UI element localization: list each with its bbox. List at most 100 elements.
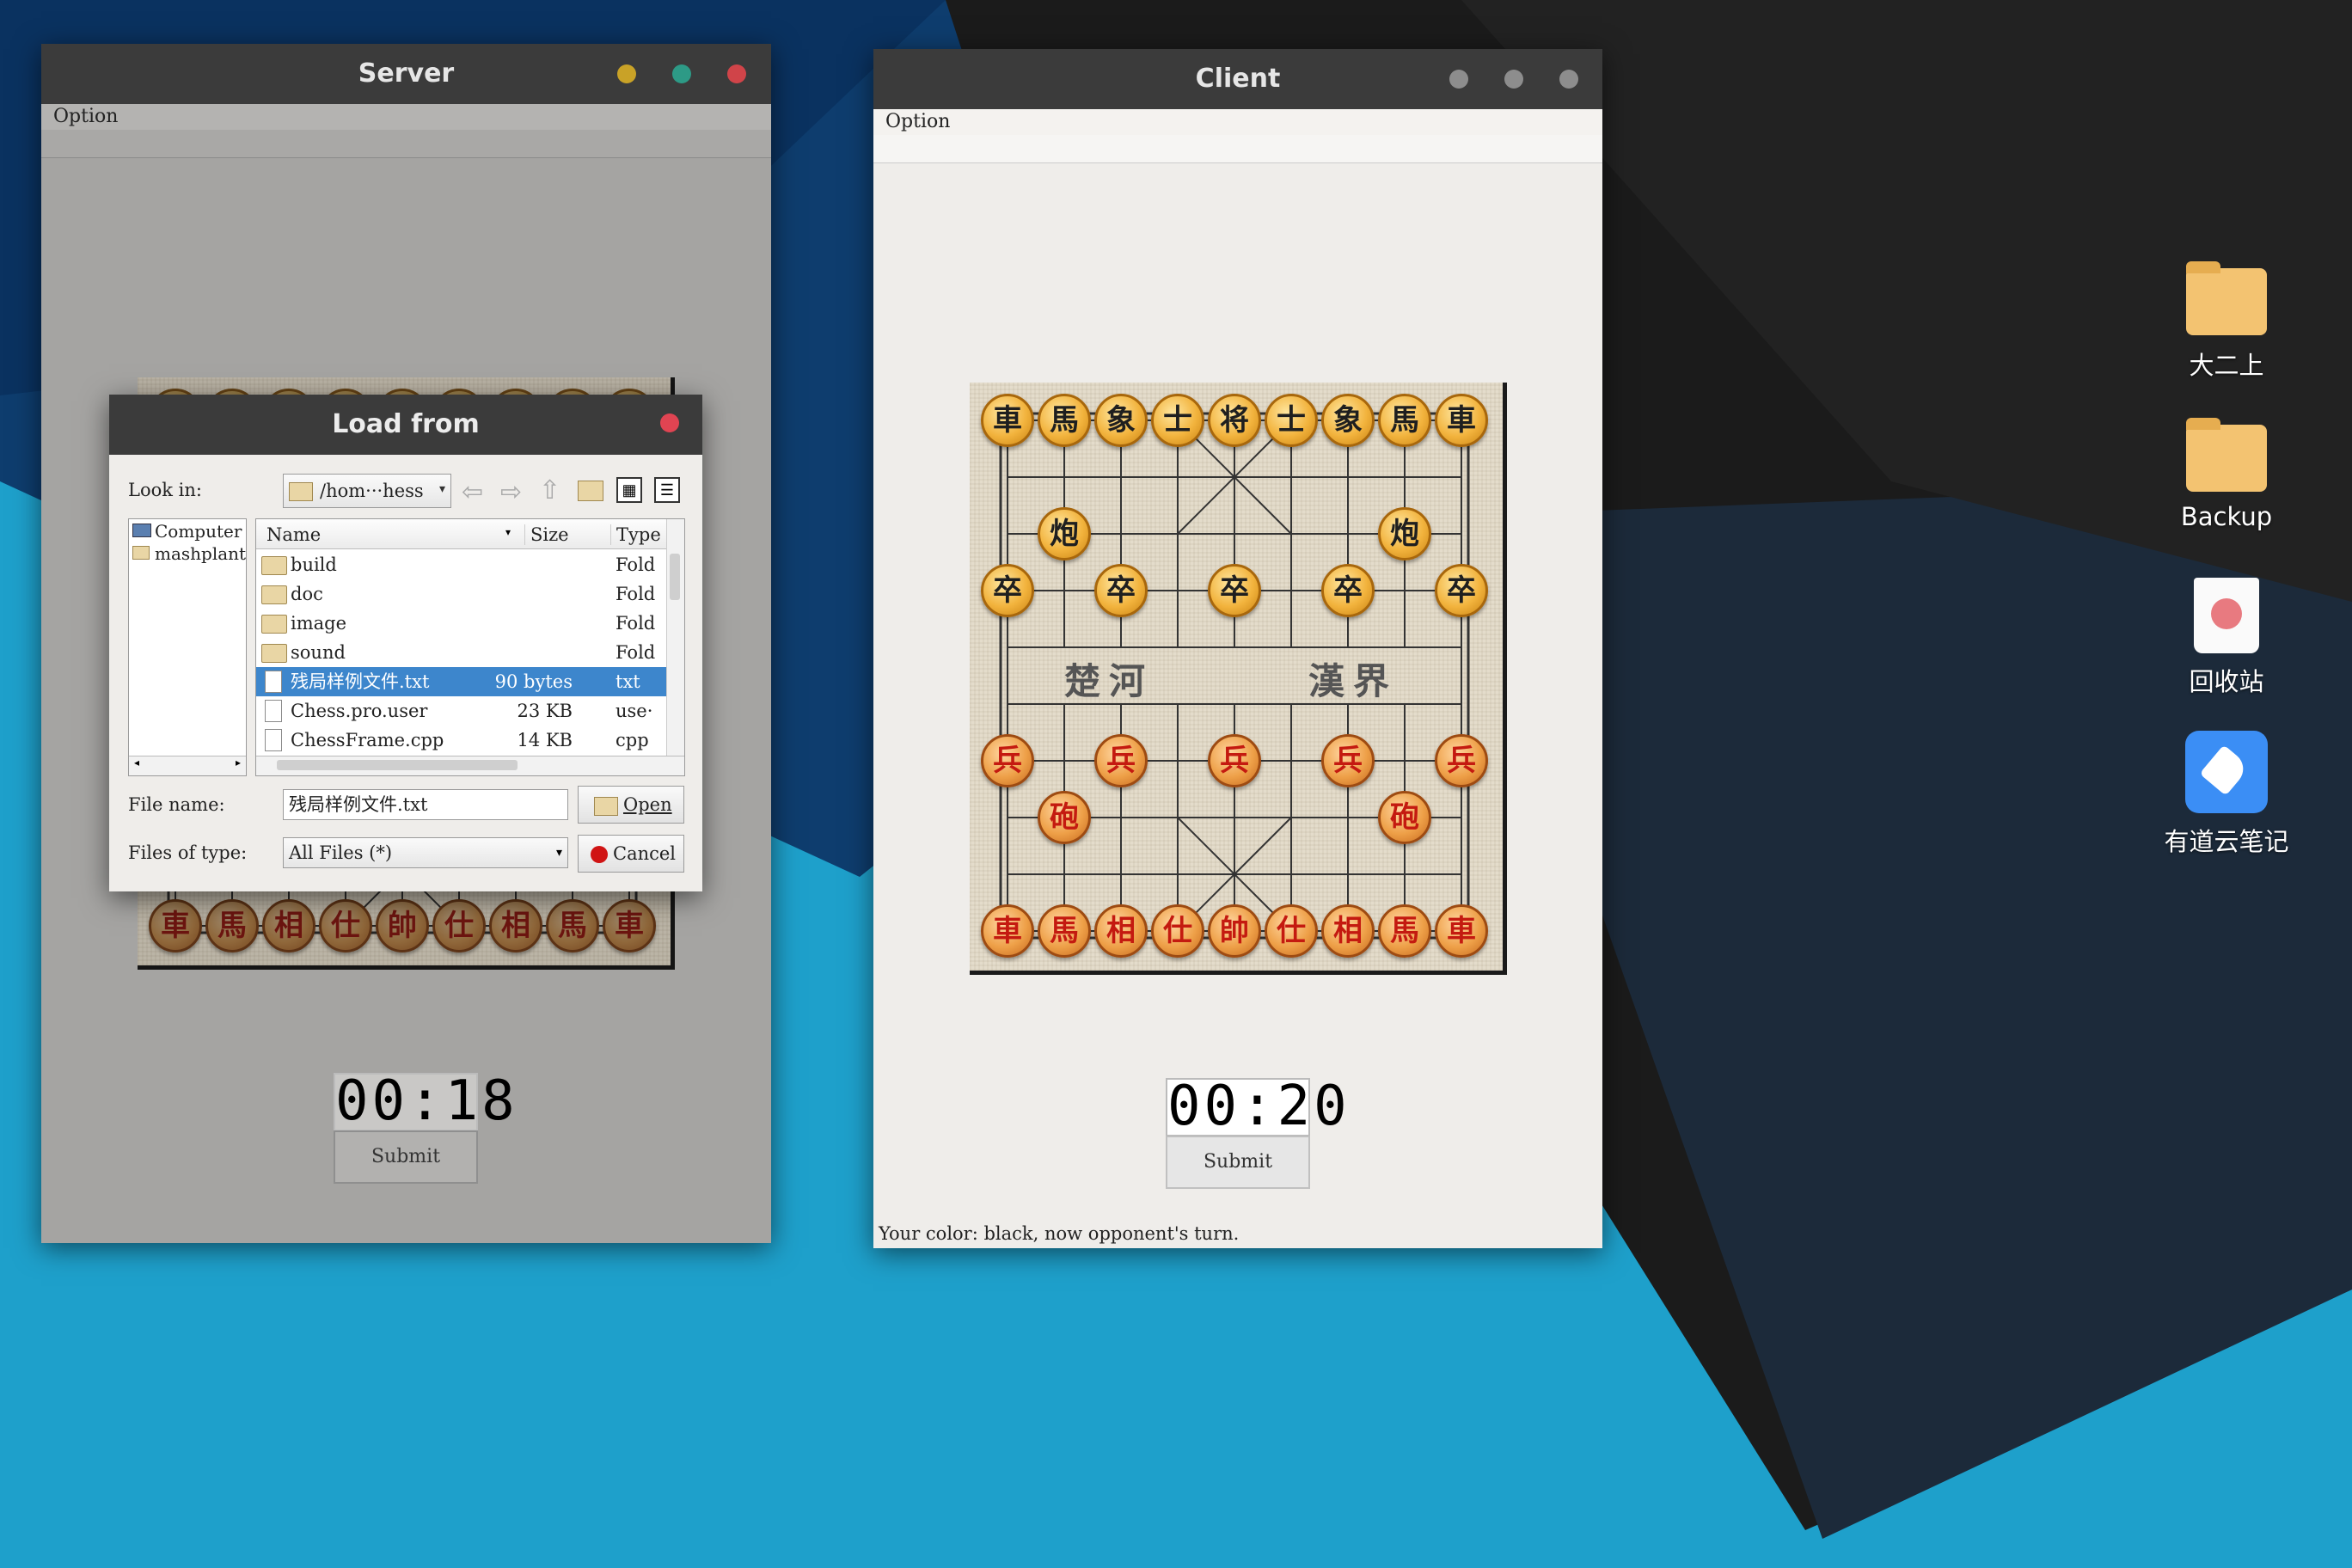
- cancel-button[interactable]: Cancel: [578, 835, 684, 873]
- look-in-value: /hom···hess: [320, 481, 424, 501]
- black-piece[interactable]: 炮: [1038, 507, 1091, 560]
- red-piece[interactable]: 相: [1321, 904, 1375, 958]
- file-vscrollbar[interactable]: [666, 519, 684, 756]
- red-piece[interactable]: 車: [981, 904, 1034, 958]
- red-piece[interactable]: 馬: [205, 899, 259, 952]
- black-piece[interactable]: 炮: [1378, 507, 1431, 560]
- server-submit-button[interactable]: Submit: [334, 1130, 478, 1184]
- note-app-icon: [2185, 731, 2268, 813]
- red-piece[interactable]: 兵: [1435, 734, 1488, 787]
- client-window: Client Option 楚河漢界車馬象士将士象馬車炮炮卒卒卒卒卒兵兵兵兵兵砲…: [873, 49, 1602, 1248]
- black-piece[interactable]: 象: [1321, 394, 1375, 447]
- red-piece[interactable]: 馬: [1038, 904, 1091, 958]
- red-piece[interactable]: 兵: [981, 734, 1034, 787]
- minimize-button[interactable]: [1449, 70, 1468, 89]
- desktop-icon-youdao[interactable]: 有道云笔记: [2158, 731, 2295, 858]
- black-piece[interactable]: 卒: [981, 564, 1034, 617]
- cancel-label: Cancel: [613, 843, 677, 864]
- file-type-combo[interactable]: All Files (*) ▾: [283, 837, 568, 868]
- black-piece[interactable]: 卒: [1435, 564, 1488, 617]
- client-submit-button[interactable]: Submit: [1166, 1136, 1310, 1189]
- open-button[interactable]: Open: [578, 786, 684, 824]
- red-piece[interactable]: 帥: [1208, 904, 1261, 958]
- black-piece[interactable]: 士: [1265, 394, 1318, 447]
- file-hscrollbar[interactable]: [256, 756, 684, 775]
- details-view-icon[interactable]: ☰: [654, 477, 680, 503]
- folder-icon: [594, 797, 618, 816]
- col-size[interactable]: Size: [524, 524, 569, 545]
- look-in-combo[interactable]: /hom···hess ▾: [283, 474, 451, 508]
- red-piece[interactable]: 馬: [546, 899, 599, 952]
- black-piece[interactable]: 卒: [1208, 564, 1261, 617]
- black-piece[interactable]: 車: [1435, 394, 1488, 447]
- folder-icon: [2186, 261, 2267, 335]
- desktop-icon-dae[interactable]: 大二上: [2158, 261, 2295, 382]
- red-piece[interactable]: 相: [262, 899, 315, 952]
- black-piece[interactable]: 車: [981, 394, 1034, 447]
- red-piece[interactable]: 相: [489, 899, 542, 952]
- col-name[interactable]: Name: [266, 524, 322, 545]
- black-piece[interactable]: 卒: [1321, 564, 1375, 617]
- server-toolbar-area: [41, 130, 771, 158]
- board-grid: [999, 412, 1470, 940]
- red-piece[interactable]: 砲: [1038, 791, 1091, 844]
- back-icon[interactable]: ⇦: [462, 478, 484, 506]
- place-computer[interactable]: Computer: [132, 521, 242, 542]
- close-button[interactable]: [727, 64, 746, 83]
- client-titlebar[interactable]: Client: [873, 49, 1602, 109]
- menu-option[interactable]: Option: [885, 111, 951, 132]
- red-piece[interactable]: 仕: [319, 899, 372, 952]
- black-piece[interactable]: 士: [1151, 394, 1204, 447]
- red-piece[interactable]: 馬: [1378, 904, 1431, 958]
- up-folder-icon[interactable]: ⇧: [539, 476, 561, 505]
- red-piece[interactable]: 兵: [1094, 734, 1148, 787]
- red-piece[interactable]: 仕: [1265, 904, 1318, 958]
- client-chess-board[interactable]: 楚河漢界車馬象士将士象馬車炮炮卒卒卒卒卒兵兵兵兵兵砲砲車馬相仕帥仕相馬車: [970, 383, 1507, 975]
- red-piece[interactable]: 仕: [432, 899, 486, 952]
- file-name-label: File name:: [128, 794, 225, 815]
- black-piece[interactable]: 象: [1094, 394, 1148, 447]
- black-piece[interactable]: 馬: [1378, 394, 1431, 447]
- place-mashplant[interactable]: mashplant: [132, 543, 246, 564]
- black-piece[interactable]: 馬: [1038, 394, 1091, 447]
- red-piece[interactable]: 車: [1435, 904, 1488, 958]
- file-name-input[interactable]: 残局样例文件.txt: [283, 789, 568, 820]
- file-type: cpp: [616, 730, 649, 750]
- new-folder-icon[interactable]: [578, 481, 603, 501]
- menu-option[interactable]: Option: [53, 106, 119, 127]
- list-view-icon[interactable]: ▦: [616, 477, 642, 503]
- red-piece[interactable]: 仕: [1151, 904, 1204, 958]
- red-piece[interactable]: 帥: [376, 899, 429, 952]
- col-type[interactable]: Type: [610, 524, 661, 545]
- places-pane: Computer mashplant ◂▸: [128, 518, 247, 776]
- red-piece[interactable]: 兵: [1208, 734, 1261, 787]
- red-piece[interactable]: 砲: [1378, 791, 1431, 844]
- places-hscrollbar[interactable]: ◂▸: [129, 756, 246, 775]
- black-piece[interactable]: 将: [1208, 394, 1261, 447]
- maximize-button[interactable]: [1504, 70, 1523, 89]
- desktop-icon-backup[interactable]: Backup: [2158, 418, 2295, 531]
- close-button[interactable]: [1559, 70, 1578, 89]
- maximize-button[interactable]: [672, 64, 691, 83]
- red-piece[interactable]: 兵: [1321, 734, 1375, 787]
- dialog-close-button[interactable]: [660, 413, 679, 432]
- minimize-button[interactable]: [617, 64, 636, 83]
- red-piece[interactable]: 車: [603, 899, 656, 952]
- red-piece[interactable]: 相: [1094, 904, 1148, 958]
- server-titlebar[interactable]: Server: [41, 44, 771, 104]
- file-size: 23 KB: [517, 701, 573, 721]
- black-piece[interactable]: 卒: [1094, 564, 1148, 617]
- forward-icon[interactable]: ⇨: [500, 478, 523, 506]
- red-piece[interactable]: 車: [149, 899, 202, 952]
- client-title: Client: [1195, 64, 1281, 94]
- desktop-icon-trash[interactable]: 回收站: [2158, 578, 2295, 698]
- folder-icon: [261, 644, 287, 663]
- server-timer: 00:18: [334, 1069, 518, 1133]
